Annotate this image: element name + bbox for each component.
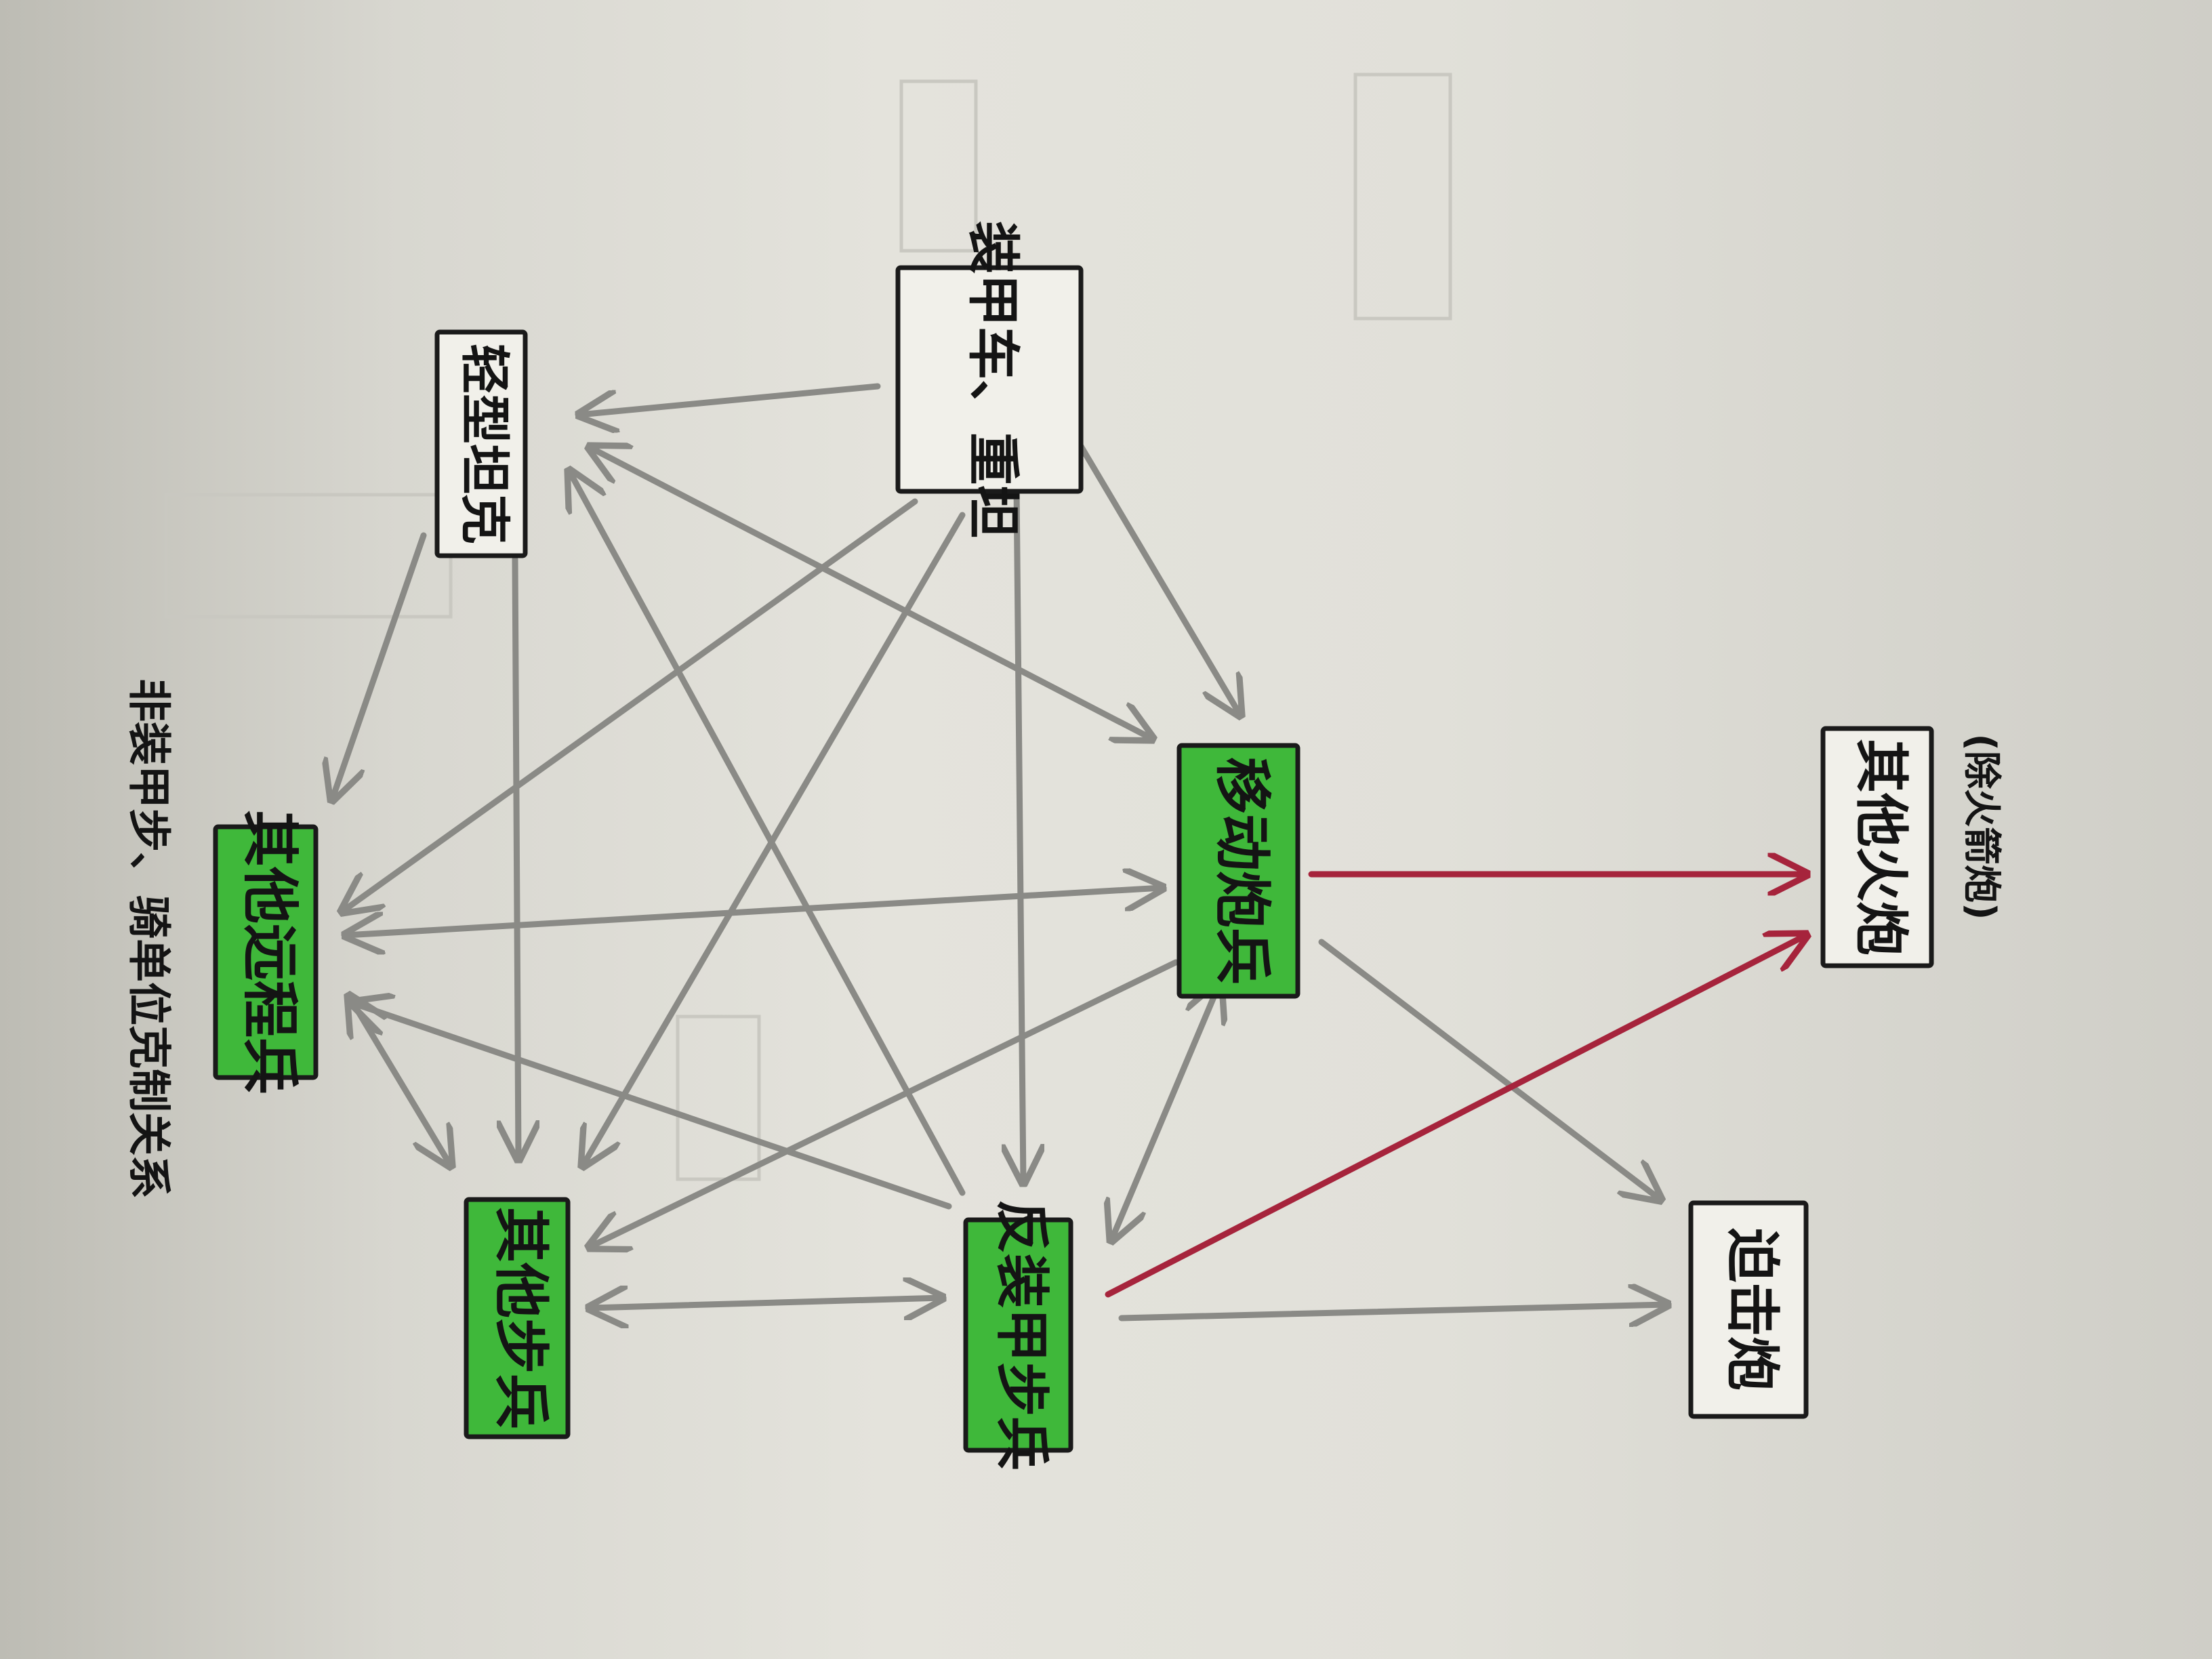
diagram-title: 非装甲步、骑单位克制关系 xyxy=(123,678,173,1199)
arrow-armored-to-anti-armor xyxy=(1017,485,1023,1183)
node-other-artillery: 其他火炮 xyxy=(1820,726,1934,968)
arrow-anti-armor-to-other-ranged xyxy=(352,1003,952,1210)
arrow-other-ranged-mobile-gun xyxy=(346,888,1162,935)
arrow-anti-armor-mobile-gun xyxy=(1111,983,1220,1240)
node-mobile-gun: 移动炮兵 xyxy=(1176,743,1300,999)
arrow-armored-to-other-ranged xyxy=(342,498,918,912)
node-armored: 装甲车、重坦 xyxy=(895,221,1084,538)
arrow-mobile-gun-to-other-infantry xyxy=(590,959,1179,1247)
arrow-mobile-gun-to-mortar xyxy=(1318,939,1660,1200)
gray-arrows xyxy=(332,383,1667,1318)
arrow-mobile-gun-light-tank xyxy=(590,447,1152,739)
node-other-infantry-label: 其他步兵 xyxy=(489,1207,553,1429)
arrow-light-tank-to-other-infantry xyxy=(515,556,518,1159)
node-mortar: 迫击炮 xyxy=(1688,1200,1809,1419)
node-mortar-label: 迫击炮 xyxy=(1721,1228,1784,1391)
node-other-ranged: 其他远程兵 xyxy=(213,810,319,1094)
arrow-anti-armor-to-mortar xyxy=(1118,1305,1667,1318)
node-light-tank-label: 轻型坦克 xyxy=(455,344,513,544)
arrow-armored-to-mobile-gun xyxy=(1074,437,1240,715)
node-mobile-gun-label: 移动炮兵 xyxy=(1209,757,1275,985)
node-light-tank: 轻型坦克 xyxy=(434,329,528,558)
arrow-light-tank-to-other-ranged xyxy=(332,532,427,800)
other-artillery-note: (除火箭炮) xyxy=(1959,733,2003,920)
node-other-artillery-label: 其他火炮 xyxy=(1849,739,1912,956)
node-anti-armor-infantry: 反装甲步兵 xyxy=(963,1200,1073,1471)
node-other-ranged-label: 其他远程兵 xyxy=(237,810,303,1094)
arrow-other-infantry-anti-armor xyxy=(590,1298,942,1308)
red-arrows xyxy=(1105,874,1806,1298)
node-anti-armor-label: 反装甲步兵 xyxy=(990,1200,1053,1471)
node-armored-label: 装甲车、重坦 xyxy=(962,221,1023,538)
node-other-infantry: 其他步兵 xyxy=(464,1197,571,1439)
arrow-armored-to-light-tank xyxy=(579,383,881,415)
arrow-anti-armor-to-other-artillery xyxy=(1105,935,1806,1298)
